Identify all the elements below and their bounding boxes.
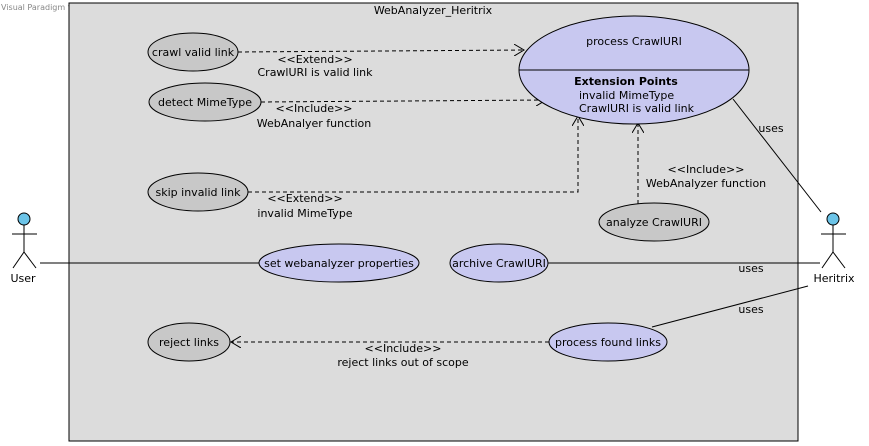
- use-case-detect-mimetype-label: detect MimeType: [158, 96, 252, 109]
- actor-heritrix-head-icon: [826, 212, 840, 226]
- use-case-process-crawluri[interactable]: process CrawlURI Extension Points invali…: [518, 15, 750, 125]
- use-case-detect-mimetype[interactable]: detect MimeType: [148, 82, 262, 122]
- association-heritrix-process-crawluri: [732, 98, 822, 213]
- use-case-process-crawluri-label: process CrawlURI: [586, 35, 682, 48]
- uses-label-2: uses: [738, 262, 763, 275]
- uses-label-3: uses: [738, 303, 763, 316]
- use-case-reject-links-label: reject links: [159, 336, 219, 349]
- include-2-label: WebAnalyzer function: [646, 177, 766, 190]
- include-detect-mimetype-arrow: [260, 100, 546, 102]
- extend-2-stereotype: <<Extend>>: [267, 192, 342, 205]
- extend-skip-invalid-link-arrow: [248, 116, 578, 193]
- uses-label-1: uses: [758, 122, 783, 135]
- extension-point-crawluri-valid-link: CrawlURI is valid link: [579, 102, 695, 115]
- use-case-archive-crawluri[interactable]: archive CrawlURI: [449, 243, 549, 283]
- actor-user-head-icon: [17, 212, 31, 226]
- actor-heritrix[interactable]: Heritrix: [813, 212, 855, 285]
- use-case-reject-links[interactable]: reject links: [147, 322, 231, 362]
- extend-1-label: CrawlURI is valid link: [257, 66, 373, 79]
- use-case-set-webanalyzer-properties[interactable]: set webanalyzer properties: [258, 243, 420, 283]
- use-case-analyze-crawluri[interactable]: analyze CrawlURI: [598, 202, 710, 242]
- actor-user-label: User: [10, 272, 36, 285]
- include-2-stereotype: <<Include>>: [668, 163, 745, 176]
- actor-user[interactable]: User: [10, 212, 37, 285]
- use-case-skip-invalid-link[interactable]: skip invalid link: [147, 172, 249, 212]
- extend-crawl-valid-link-arrow: [237, 50, 524, 52]
- use-case-crawl-valid-link[interactable]: crawl valid link: [147, 32, 239, 72]
- extend-1-stereotype: <<Extend>>: [277, 53, 352, 66]
- actor-heritrix-label: Heritrix: [813, 272, 855, 285]
- use-case-skip-invalid-link-label: skip invalid link: [156, 186, 242, 199]
- extension-point-invalid-mimetype: invalid MimeType: [579, 89, 674, 102]
- use-case-set-webanalyzer-properties-label: set webanalyzer properties: [264, 257, 414, 270]
- use-case-process-found-links[interactable]: process found links: [548, 322, 668, 362]
- association-heritrix-process-found-links: [651, 285, 809, 328]
- use-case-process-found-links-label: process found links: [555, 336, 661, 349]
- use-case-archive-crawluri-label: archive CrawlURI: [452, 257, 546, 270]
- extend-2-label: invalid MimeType: [257, 207, 352, 220]
- include-1-stereotype: <<Include>>: [276, 102, 353, 115]
- use-case-analyze-crawluri-label: analyze CrawlURI: [606, 216, 702, 229]
- system-title: WebAnalyzer_Heritrix: [374, 4, 493, 17]
- include-3-label: reject links out of scope: [337, 356, 469, 369]
- include-3-stereotype: <<Include>>: [365, 342, 442, 355]
- include-1-label: WebAnalyer function: [257, 117, 372, 130]
- extension-points-title: Extension Points: [574, 75, 678, 88]
- use-case-crawl-valid-link-label: crawl valid link: [152, 46, 235, 59]
